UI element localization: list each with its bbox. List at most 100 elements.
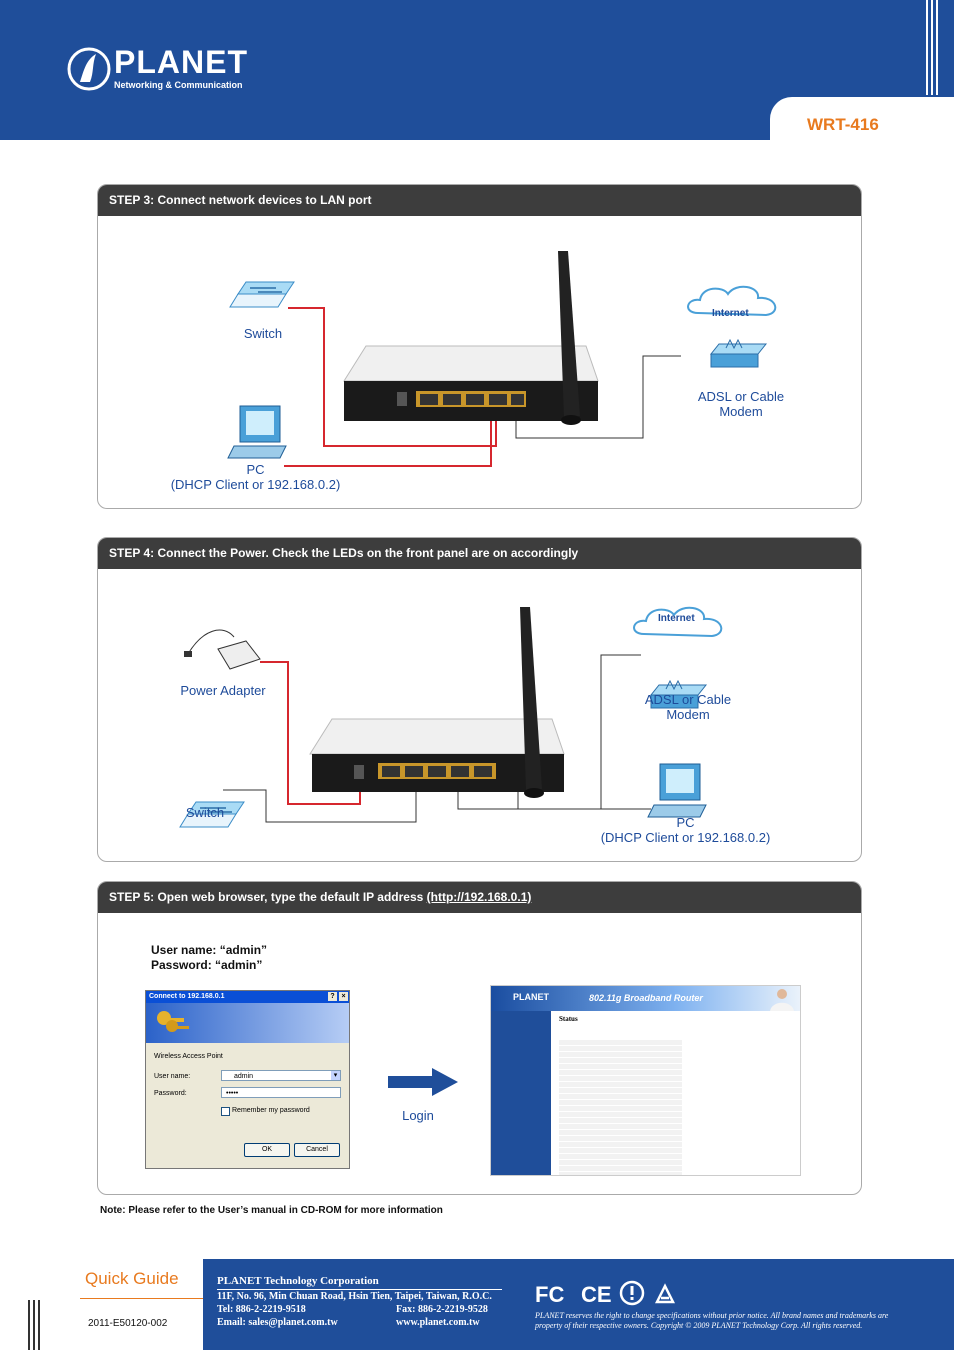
internet-label: Internet — [658, 613, 695, 624]
username-field[interactable]: admin ▾ — [221, 1070, 341, 1081]
status-banner-title: 802.11g Broadband Router — [589, 993, 703, 1003]
pc-label-name: PC — [246, 462, 265, 477]
help-button[interactable]: ? — [328, 992, 337, 1001]
username-line: User name: “admin” — [151, 943, 268, 957]
brand-name: PLANET — [114, 44, 248, 80]
modem-icon — [709, 338, 768, 368]
remember-label: Remember my password — [232, 1107, 310, 1114]
status-title: Status — [559, 1015, 578, 1023]
dialog-realm: Wireless Access Point — [154, 1053, 223, 1060]
step5-title-text: STEP 5: Open web browser, type the defau… — [109, 890, 427, 904]
quick-guide-rule — [80, 1298, 203, 1299]
modem-label-line1: ADSL or Cable — [644, 692, 732, 707]
header-bar — [926, 0, 928, 95]
step5-title: STEP 5: Open web browser, type the defau… — [98, 882, 861, 913]
modem-label-line1: ADSL or Cable — [697, 389, 785, 404]
switch-label: Switch — [243, 326, 283, 341]
internet-cloud-icon — [633, 606, 723, 638]
ok-button[interactable]: OK — [244, 1143, 290, 1157]
corp-name: PLANET Technology Corporation — [217, 1275, 502, 1290]
step4-diagram — [179, 606, 723, 828]
header-rule — [0, 140, 954, 143]
arrow-right-icon — [388, 1068, 458, 1096]
router — [309, 718, 565, 792]
modem-cable — [515, 355, 681, 439]
status-brand: PLANET — [513, 992, 549, 1002]
quick-guide-label: Quick Guide — [85, 1269, 179, 1288]
password-value: ••••• — [226, 1090, 239, 1097]
password-field[interactable]: ••••• — [221, 1087, 341, 1098]
certification-marks: FC CE — [535, 1280, 685, 1307]
pc-label-sub: (DHCP Client or 192.168.0.2) — [600, 830, 771, 845]
modem-label-line2: Modem — [719, 404, 763, 419]
footer-bar — [28, 1300, 30, 1350]
pc-icon — [227, 405, 287, 459]
step5-panel: STEP 5: Open web browser, type the defau… — [97, 881, 862, 1195]
modem-icon — [649, 679, 708, 709]
internet-label: Internet — [712, 308, 749, 319]
pc-cable — [284, 413, 492, 467]
step4-title: STEP 4: Connect the Power. Check the LED… — [98, 538, 861, 569]
modem-label-line2: Modem — [666, 707, 710, 722]
modem-cable — [600, 654, 651, 810]
antenna — [520, 607, 544, 798]
dialog-user-label: User name: — [154, 1073, 191, 1080]
router — [343, 345, 599, 421]
pc-label-name: PC — [676, 815, 695, 830]
svg-text:CE: CE — [581, 1282, 612, 1307]
footer-bar — [33, 1300, 35, 1350]
chevron-down-icon[interactable]: ▾ — [331, 1071, 340, 1080]
power-adapter-label: Power Adapter — [180, 683, 266, 698]
model-name: WRT-416 — [807, 115, 879, 134]
rights-notice: PLANET reserves the right to change spec… — [535, 1311, 889, 1330]
model-tab: WRT-416 — [770, 97, 954, 143]
corp-email: Email: sales@planet.com.tw — [217, 1317, 338, 1328]
pc-label: PC (DHCP Client or 192.168.0.2) — [158, 462, 353, 492]
power-cable — [260, 661, 361, 805]
remember-checkbox[interactable] — [221, 1107, 230, 1116]
modem-label: ADSL or Cable Modem — [628, 692, 748, 722]
switch-label: Switch — [185, 805, 225, 820]
switch-icon — [229, 281, 295, 308]
planet-logo-icon — [67, 47, 111, 91]
step3-panel: STEP 3: Connect network devices to LAN p… — [97, 184, 862, 509]
antenna — [558, 251, 581, 425]
switch-cable — [223, 774, 417, 823]
login-label: Login — [402, 1108, 434, 1123]
username-value: admin — [234, 1073, 254, 1080]
header-bar — [931, 0, 933, 95]
corp-fax: Fax: 886-2-2219-9528 — [396, 1304, 488, 1315]
corp-tel: Tel: 886-2-2219-9518 — [217, 1304, 306, 1315]
certification-icons: FC CE — [535, 1280, 676, 1307]
corp-address: 11F, No. 96, Min Chuan Road, Hsin Tien, … — [217, 1291, 492, 1302]
dialog-titlebar: Connect to 192.168.0.1 ? × — [146, 991, 349, 1003]
dialog-title: Connect to 192.168.0.1 — [149, 993, 225, 1000]
keys-icon — [157, 1011, 189, 1032]
login-dialog: Connect to 192.168.0.1 ? × Wireless Acce… — [145, 990, 350, 1169]
default-ip-url: (http://192.168.0.1) — [426, 890, 532, 904]
close-icon[interactable]: × — [339, 992, 348, 1001]
doc-code: 2011-E50120-002 — [88, 1318, 168, 1329]
step3-diagram — [227, 251, 777, 467]
person-photo-icon — [770, 989, 794, 1011]
svg-text:FC: FC — [535, 1282, 564, 1307]
password-line: Password: “admin” — [151, 958, 263, 972]
cancel-button[interactable]: Cancel — [294, 1143, 340, 1157]
status-banner: PLANET 802.11g Broadband Router — [491, 986, 800, 1011]
pc-label-sub: (DHCP Client or 192.168.0.2) — [170, 477, 341, 492]
header-bar — [936, 0, 938, 95]
planet-logo: PLANET Networking & Communication — [66, 44, 256, 96]
dialog-pass-label: Password: — [154, 1090, 187, 1097]
corp-web: www.planet.com.tw — [396, 1317, 480, 1328]
pc-icon — [647, 763, 707, 818]
router-status-page: PLANET 802.11g Broadband Router Status — [490, 985, 801, 1176]
brand-tagline: Networking & Communication — [114, 80, 243, 90]
footer-bar — [38, 1300, 40, 1350]
corp-contact: PLANET Technology Corporation 11F, No. 9… — [217, 1275, 507, 1329]
modem-label: ADSL or Cable Modem — [681, 389, 801, 419]
power-adapter-icon — [184, 629, 261, 670]
pc-label: PC (DHCP Client or 192.168.0.2) — [588, 815, 783, 845]
note-text: Note: Please refer to the User’s manual … — [100, 1205, 443, 1216]
step3-title: STEP 3: Connect network devices to LAN p… — [98, 185, 861, 216]
switch-icon — [179, 801, 245, 828]
